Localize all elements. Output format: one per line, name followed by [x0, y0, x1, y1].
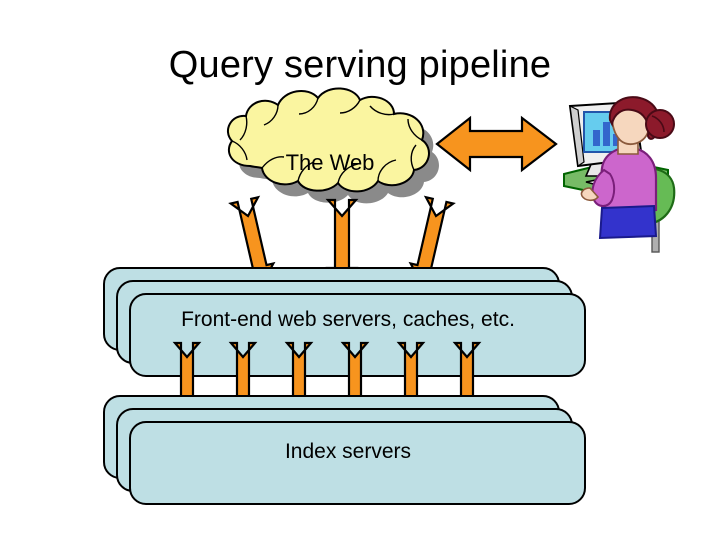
user-at-computer-clipart: [563, 96, 676, 253]
index-stack-shape: [103, 395, 586, 505]
cloud-to-user-double-arrow: [435, 115, 558, 173]
index-stack-label: Index servers: [284, 440, 412, 463]
frontend-stack-label: Front-end web servers, caches, etc.: [181, 308, 515, 331]
web-cloud-label: The Web: [285, 150, 375, 175]
page-title: Query serving pipeline: [168, 44, 552, 86]
web-cloud-shape: [226, 87, 430, 193]
